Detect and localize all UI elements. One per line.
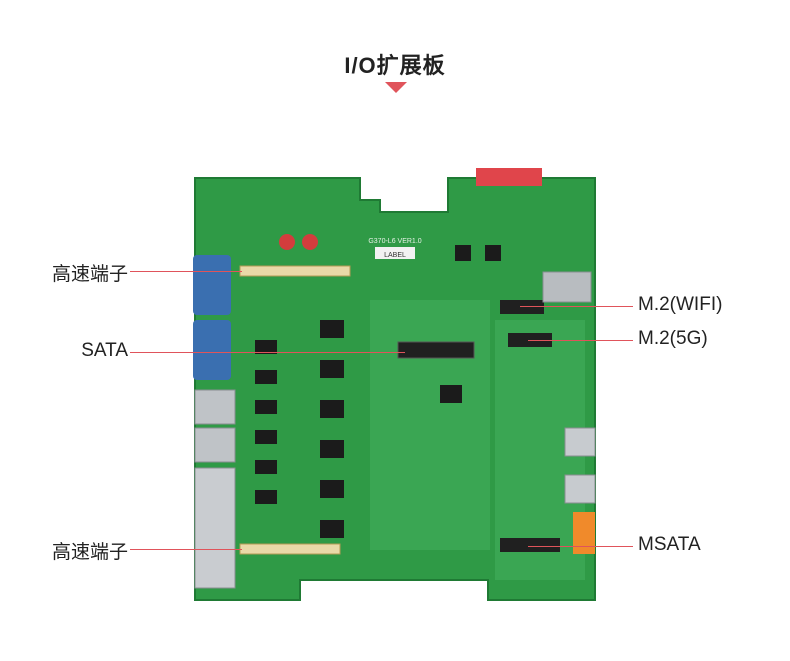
callout-high-speed-bottom: 高速端子 <box>51 542 128 563</box>
leader-high-speed-top <box>130 271 242 272</box>
capacitor-1 <box>279 234 295 250</box>
callout-m2-5g: M.2(5G) <box>638 328 708 349</box>
title-marker-triangle <box>385 82 407 93</box>
terminal-block <box>573 512 595 554</box>
pcb-trace-region <box>370 300 490 550</box>
rj45-port-2 <box>194 427 236 463</box>
page-title: I/O扩展板 <box>344 53 446 78</box>
usb-port-1 <box>564 427 596 457</box>
db9-connector-top <box>193 255 231 315</box>
leader-m2-wifi <box>520 306 633 307</box>
callout-high-speed-top: 高速端子 <box>51 264 128 285</box>
silkscreen-model: G370-L6 VER1.0 <box>368 238 421 245</box>
usb-port-2 <box>564 474 596 504</box>
leader-high-speed-bottom <box>130 549 242 550</box>
leader-sata <box>130 352 405 353</box>
sata-connector <box>397 341 475 359</box>
leader-m2-5g <box>528 340 633 341</box>
msata-slot <box>500 538 560 552</box>
rj45-port-1 <box>194 389 236 425</box>
callout-m2-wifi: M.2(WIFI) <box>638 294 723 315</box>
sim-slot <box>542 271 592 303</box>
red-header <box>476 168 542 186</box>
high-speed-connector-bottom <box>239 543 341 555</box>
leader-msata <box>528 546 633 547</box>
callout-sata: SATA <box>81 340 128 361</box>
label-sticker: LABEL <box>384 252 406 259</box>
callout-msata: MSATA <box>638 534 701 555</box>
ic-array <box>255 245 501 538</box>
rj45-port-stack <box>194 467 236 589</box>
high-speed-connector-top <box>239 265 351 277</box>
m2-wifi-slot <box>500 300 544 314</box>
db9-connector-bottom <box>193 320 231 380</box>
capacitor-2 <box>302 234 318 250</box>
